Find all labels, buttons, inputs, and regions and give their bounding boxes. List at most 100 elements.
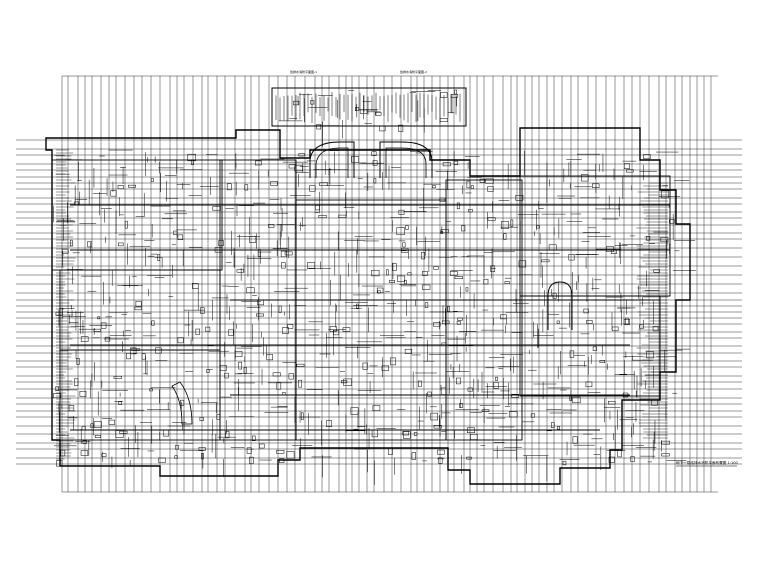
fixture <box>583 308 589 314</box>
fixture <box>266 354 273 361</box>
fixture <box>440 229 449 234</box>
fixture <box>212 206 221 211</box>
fixture <box>504 281 510 284</box>
fixture <box>270 181 278 186</box>
fixture <box>551 422 555 428</box>
fixture <box>457 317 463 321</box>
fixture <box>300 412 304 420</box>
fixture <box>128 184 137 188</box>
fixture <box>413 432 418 436</box>
fixture <box>351 156 360 163</box>
fixture <box>652 325 659 332</box>
fixture <box>485 178 494 184</box>
drawing-title: 地下一层给排水消防平面布置图 1:100 <box>676 460 739 465</box>
fixture <box>100 322 107 329</box>
fixture <box>404 348 413 354</box>
fixture <box>234 351 243 357</box>
fixture <box>319 182 328 186</box>
fixture <box>93 328 101 332</box>
fixture <box>450 94 459 98</box>
fixture <box>592 346 597 351</box>
fixture <box>272 372 281 377</box>
fixture <box>371 270 380 277</box>
fixture <box>236 269 244 273</box>
fixture <box>501 221 509 229</box>
fixture <box>433 266 439 270</box>
fixture <box>288 373 294 380</box>
fixture <box>606 246 614 253</box>
fixture <box>278 305 282 313</box>
fixture <box>510 219 514 227</box>
fixture <box>124 220 128 229</box>
fixture <box>661 190 669 199</box>
fixture <box>180 399 185 406</box>
fixture <box>141 353 146 360</box>
fixture <box>405 225 409 230</box>
fixture <box>427 391 432 397</box>
fixture <box>390 357 396 366</box>
fixture <box>403 431 411 439</box>
fixture <box>173 230 178 235</box>
fixture <box>205 326 211 332</box>
fixture <box>581 174 589 182</box>
fixture <box>326 420 332 427</box>
fixture <box>80 336 89 342</box>
fixture <box>359 109 368 114</box>
fixture <box>243 367 247 374</box>
fixture <box>53 393 62 399</box>
fixture <box>216 414 221 420</box>
fixture <box>174 455 178 459</box>
fixture <box>195 328 200 335</box>
fixture <box>487 186 494 192</box>
fixture <box>459 403 464 408</box>
fixture <box>298 379 303 388</box>
fixture <box>515 195 524 201</box>
fixture <box>586 320 593 324</box>
fixture <box>294 165 303 172</box>
fixture <box>201 453 204 460</box>
fixture <box>298 153 305 157</box>
fixture <box>456 202 460 210</box>
ramps <box>171 141 573 425</box>
fixture <box>377 290 381 294</box>
fixture <box>94 434 101 438</box>
fixture <box>190 159 194 165</box>
fixture <box>467 387 473 392</box>
fixture <box>461 225 466 232</box>
fixture <box>82 440 87 445</box>
fixture <box>398 124 404 132</box>
fixture <box>466 180 471 189</box>
fixture <box>259 443 265 449</box>
fixture <box>466 456 472 460</box>
fixture <box>199 417 204 421</box>
fixture <box>309 185 316 192</box>
fixture <box>256 313 265 317</box>
fixture <box>151 320 155 326</box>
fixture <box>646 235 651 241</box>
fixture <box>646 351 654 359</box>
fixture <box>468 209 473 213</box>
fixture <box>536 225 540 229</box>
fixture <box>572 396 581 404</box>
fixture <box>329 326 337 332</box>
fixture <box>149 388 153 392</box>
fixture <box>372 405 381 411</box>
fixture <box>626 169 634 173</box>
fixture <box>126 353 131 360</box>
fixture <box>552 292 557 299</box>
ramp-east <box>547 281 573 330</box>
fixture <box>177 337 184 344</box>
fixture <box>422 271 428 276</box>
fixture <box>56 460 63 467</box>
fixture <box>487 217 496 221</box>
fixture <box>433 322 441 327</box>
top-label-2: 给排水消防平面图-2 <box>400 69 427 74</box>
fixture <box>424 302 429 308</box>
fixture <box>411 452 416 460</box>
fixture <box>437 449 445 455</box>
fixture <box>238 361 242 370</box>
fixture <box>362 362 368 370</box>
fixture <box>381 365 389 371</box>
fixture <box>407 272 412 276</box>
